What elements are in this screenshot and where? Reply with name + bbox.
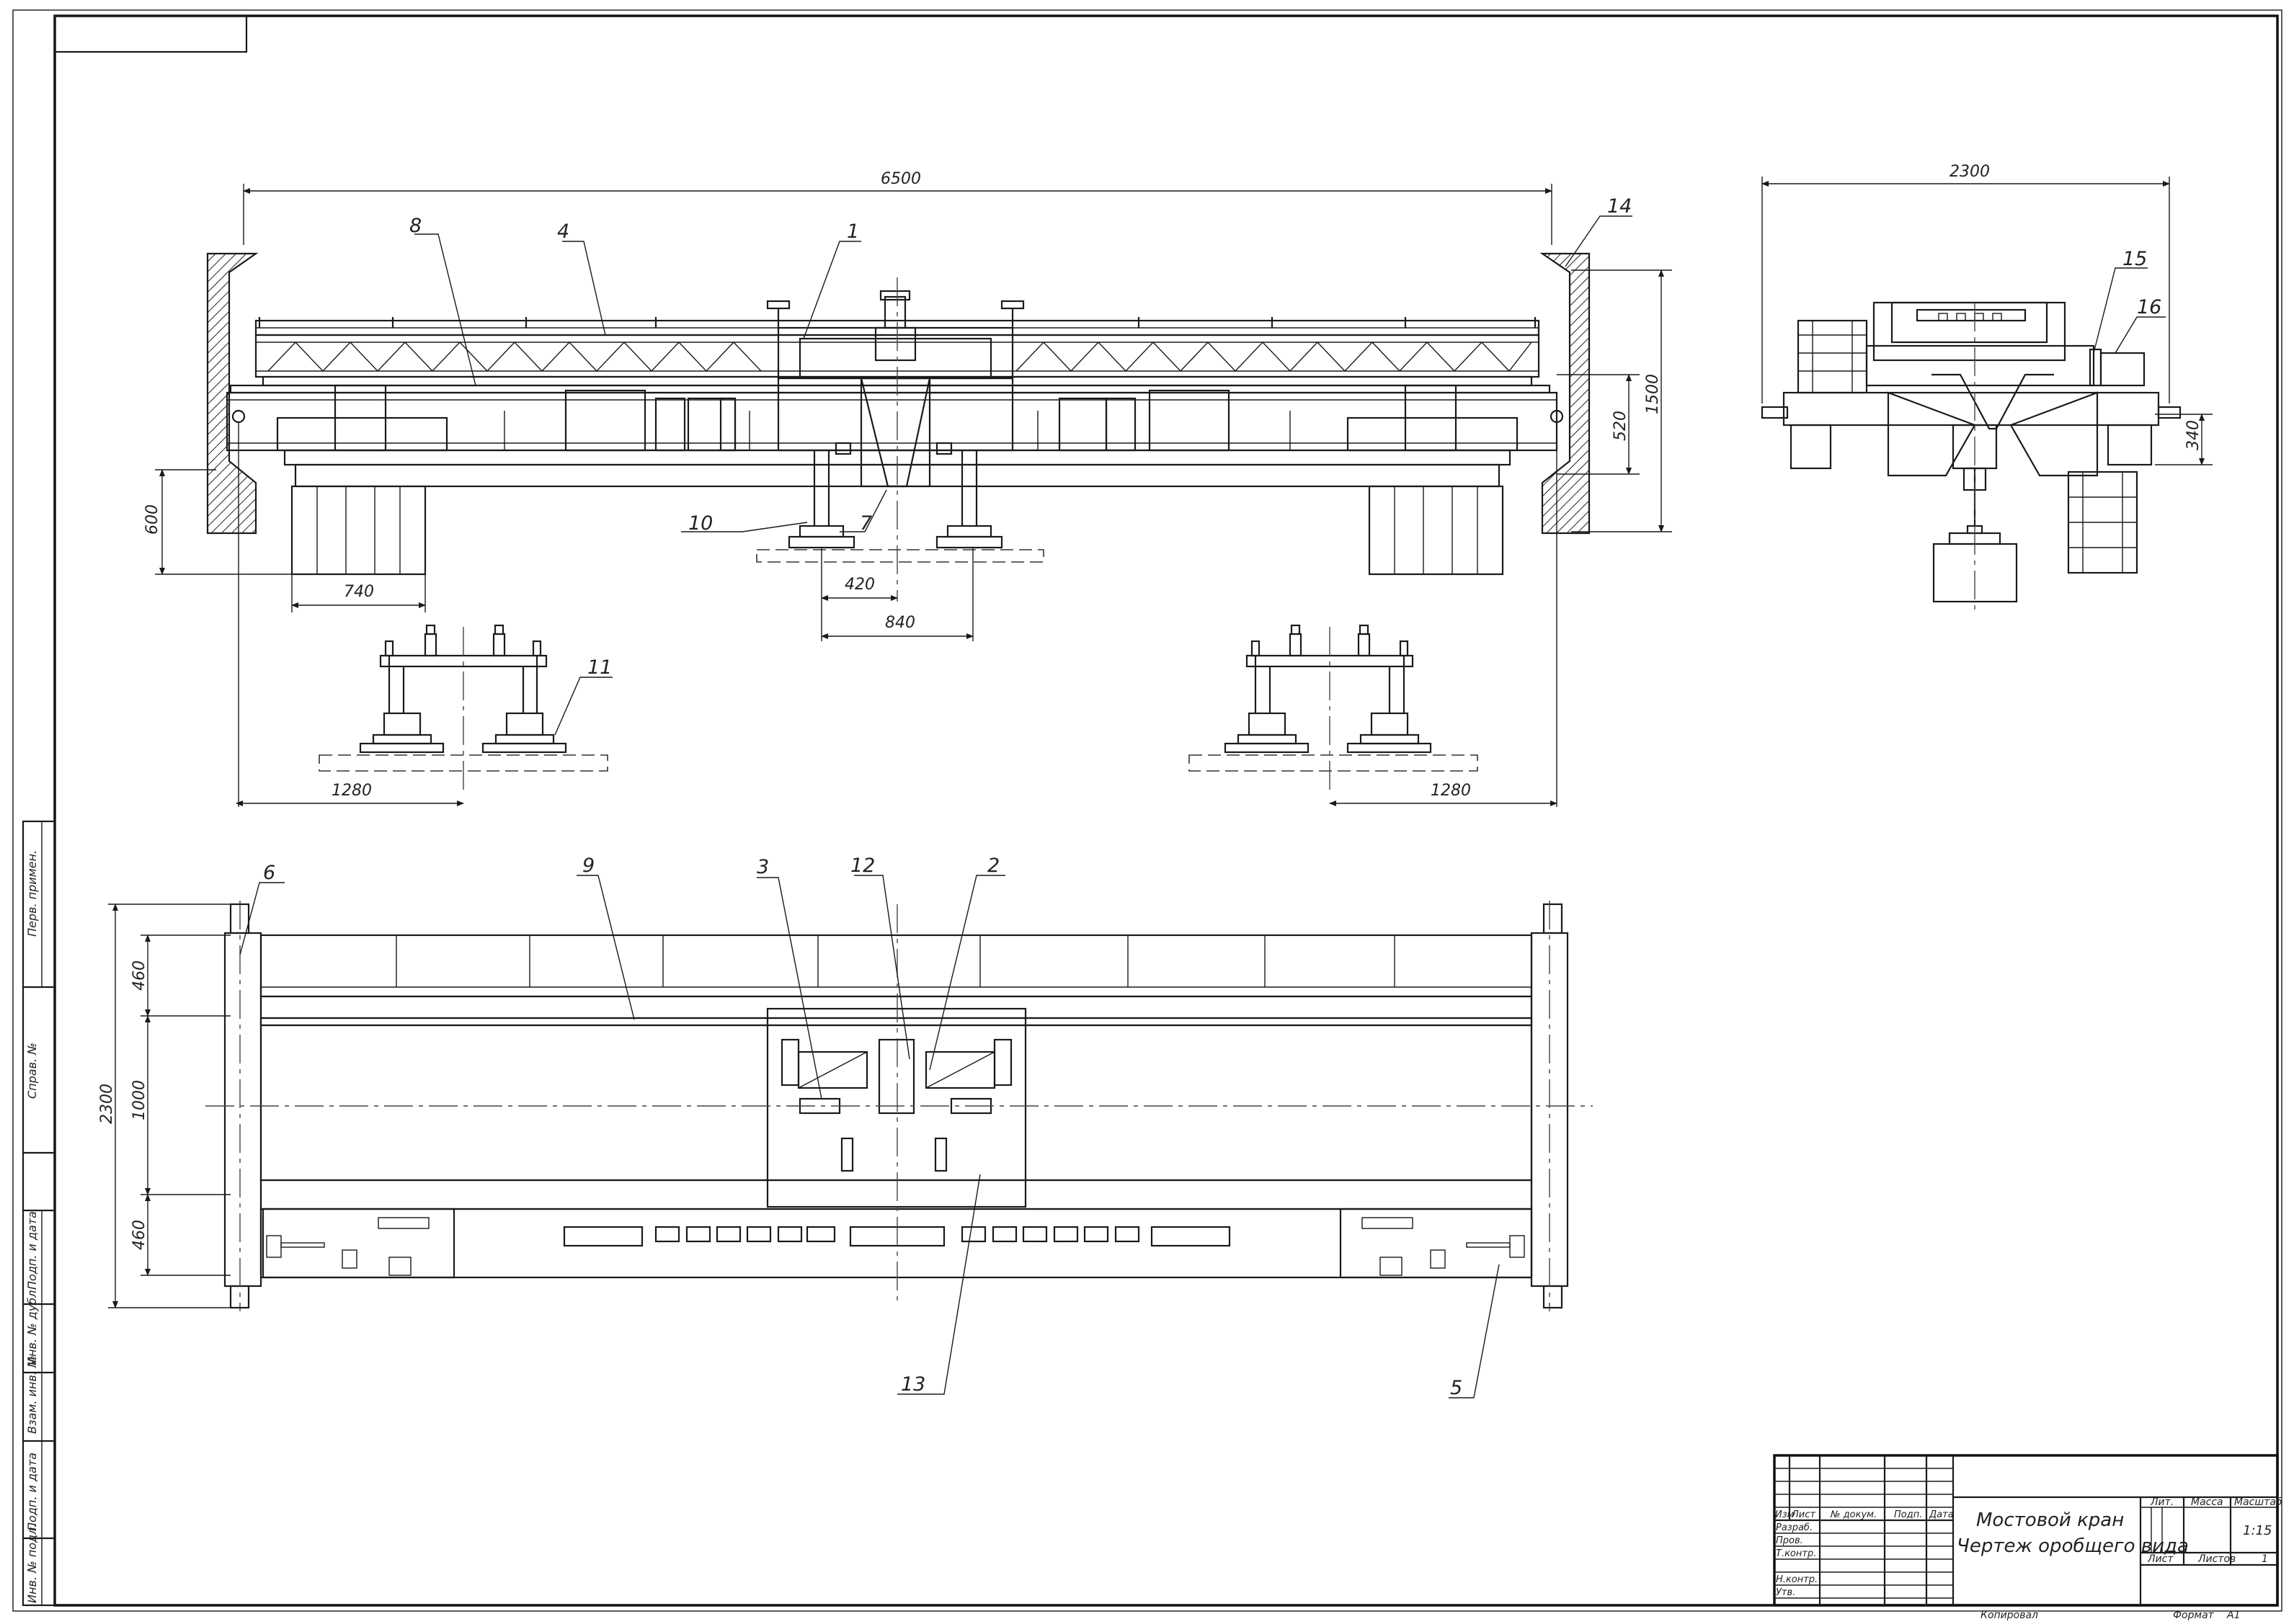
- dim-trolley-height: 520: [1611, 411, 1630, 441]
- dim-rail-drop: 600: [143, 504, 161, 535]
- tb-sheet-label: Лист: [2147, 1553, 2174, 1565]
- tb-col-list: Лист: [1791, 1509, 1815, 1520]
- hook-subview-left: 1280: [236, 624, 608, 806]
- dim-hook-offset: 420: [845, 576, 875, 594]
- pos-8: 8: [409, 215, 422, 237]
- tb-col-date: Дата: [1929, 1509, 1954, 1520]
- pos-16: 16: [2137, 296, 2161, 318]
- tb-role-3: Т.контр.: [1776, 1548, 1816, 1559]
- dim-side-width: 2300: [1950, 163, 1990, 181]
- pos-13: 13: [901, 1373, 925, 1396]
- dim-plan-top: 460: [130, 960, 148, 991]
- pos-4: 4: [557, 220, 569, 243]
- pos-6: 6: [263, 862, 275, 884]
- tb-role-5: Утв.: [1776, 1587, 1795, 1598]
- plan-view: 2300 460 1000 460: [98, 901, 1593, 1311]
- dim-span: 6500: [881, 170, 921, 188]
- pos-10: 10: [688, 512, 713, 535]
- stamp-label-4: Инв. № дубл.: [25, 1287, 39, 1365]
- tb-role-2: Пров.: [1776, 1535, 1803, 1546]
- tb-format-value: А1: [2226, 1610, 2240, 1620]
- tb-lit-label: Лит.: [2150, 1496, 2174, 1508]
- stamp-label-7: Инв. № подл.: [25, 1524, 39, 1603]
- dim-hook-spacing: 840: [885, 614, 915, 632]
- pos-2: 2: [987, 855, 1000, 877]
- stamp-label-6: Подп. и дата: [25, 1453, 39, 1531]
- dim-end-offset-right: 1280: [1431, 782, 1471, 800]
- pos-9: 9: [582, 855, 595, 877]
- pos-14: 14: [1607, 195, 1632, 218]
- dim-wheel-offset: 740: [344, 583, 374, 601]
- tb-format-label: Формат: [2173, 1610, 2215, 1620]
- pos-5: 5: [1450, 1377, 1462, 1399]
- tb-sheets-label: Листов: [2197, 1553, 2236, 1565]
- sheet-frame: [12, 9, 2282, 1612]
- tb-col-doc: № докум.: [1830, 1509, 1877, 1520]
- dim-plan-mid: 1000: [130, 1080, 148, 1120]
- title-block: Изм Лист № докум. Подп. Дата Разраб. Про…: [1773, 1454, 2282, 1621]
- dim-side-height: 340: [2184, 420, 2202, 450]
- pos-15: 15: [2122, 248, 2147, 270]
- tb-sheets-value: 1: [2262, 1553, 2268, 1565]
- dim-bridge-height: 1500: [1644, 374, 1662, 414]
- tb-role-4: Н.контр.: [1776, 1574, 1818, 1585]
- side-stamp: Перв. примен. Справ. № Подп. и дата Инв.…: [22, 820, 56, 1607]
- stamp-label-1: Перв. примен.: [25, 850, 39, 937]
- tb-copied-label: Копировал: [1980, 1610, 2038, 1620]
- pos-11: 11: [587, 656, 612, 679]
- hook-subview-right: 1280: [1188, 624, 1557, 806]
- tb-scale-label: Масштаб: [2234, 1496, 2282, 1508]
- tb-col-sign: Подп.: [1894, 1509, 1922, 1520]
- pos-12: 12: [850, 855, 875, 877]
- tb-title-1: Мостовой кран: [1976, 1509, 2124, 1531]
- pos-7: 7: [860, 512, 872, 535]
- tb-col-izm: Изм: [1775, 1509, 1795, 1520]
- pos-3: 3: [757, 856, 769, 878]
- tb-scale-value: 1:15: [2243, 1523, 2272, 1538]
- tb-mass-label: Масса: [2191, 1496, 2223, 1508]
- stamp-label-3: Подп. и дата: [25, 1211, 39, 1290]
- dim-plan-bottom: 460: [130, 1220, 148, 1250]
- pos-1: 1: [847, 220, 859, 243]
- front-view: 6500 1500 520 600 740 420 840: [143, 170, 1672, 807]
- side-view: 2300 340: [1761, 163, 2213, 612]
- position-leaders: 1 2 3 4 5 6 7 8 9 10 11 12 13 14 15 16: [239, 195, 2166, 1399]
- dim-plan-total: 2300: [98, 1084, 116, 1124]
- stamp-label-5: Взам. инв. №: [25, 1355, 39, 1434]
- dim-end-offset-left: 1280: [332, 782, 372, 800]
- tb-title-2: Чертеж оробщего вида: [1957, 1535, 2189, 1557]
- stamp-label-2: Справ. №: [25, 1043, 39, 1099]
- tb-role-1: Разраб.: [1776, 1522, 1813, 1533]
